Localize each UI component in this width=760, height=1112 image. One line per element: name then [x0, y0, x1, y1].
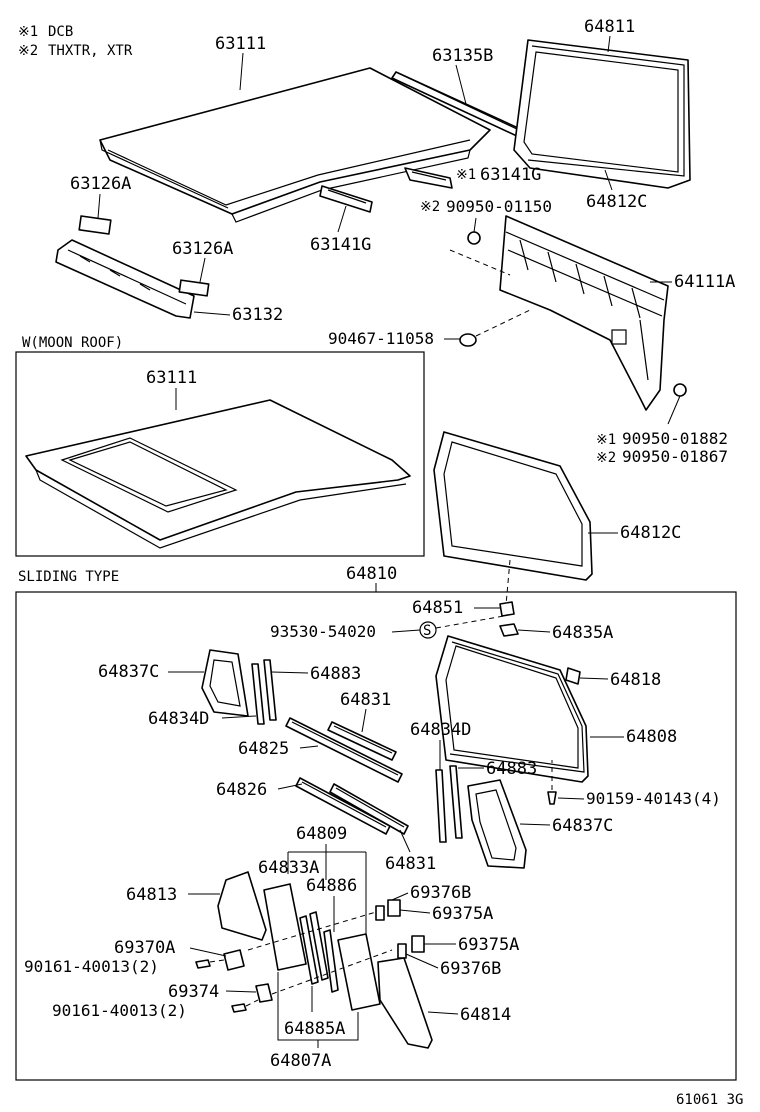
label-64831-lower: 64831: [385, 854, 436, 874]
label-64886: 64886: [306, 876, 357, 896]
label-90159-40143: 90159-40143(4): [586, 789, 721, 808]
label-63111-moon: 63111: [146, 368, 197, 388]
label-64835a: 64835A: [552, 623, 613, 643]
sliding-glass-panels-drawing: [263, 883, 381, 1011]
section-moon-roof: W(MOON ROOF): [22, 335, 123, 351]
label-64807a: 64807A: [270, 1051, 331, 1071]
label-69374: 69374: [168, 982, 219, 1002]
label-64826: 64826: [216, 780, 267, 800]
glass-64814-drawing: [377, 957, 433, 1049]
section-sliding: SLIDING TYPE: [18, 569, 119, 585]
label-64837c-left: 64837C: [98, 662, 159, 682]
s-mark-circle: [419, 621, 437, 639]
roof-panel-drawing: [99, 67, 491, 223]
label-90950-01150: 90950-01150: [446, 197, 552, 216]
clip-64851-drawing: [499, 601, 515, 617]
rails-64831-64825-drawing: [285, 717, 403, 783]
label-64812c-mid: 64812C: [620, 523, 681, 543]
label-64831-upper: 64831: [340, 690, 391, 710]
label-69375a-upper: 69375A: [432, 904, 493, 924]
back-panel-64111a-drawing: [499, 215, 669, 411]
part-64835a-drawing: [499, 623, 519, 637]
label-93530-54020: 93530-54020: [270, 622, 376, 641]
glass-64813-drawing: [217, 871, 267, 941]
rear-window-64811-drawing: [513, 39, 691, 189]
label-69370a: 69370A: [114, 938, 175, 958]
label-64111a: 64111A: [674, 272, 735, 292]
label-64808: 64808: [626, 727, 677, 747]
label-90950-01867: 90950-01867: [622, 447, 728, 466]
label-63141g-lower: 63141G: [310, 235, 371, 255]
clip-90950-01882-drawing: [673, 383, 687, 397]
label-64809: 64809: [296, 824, 347, 844]
note-2-mark: ※2: [18, 43, 38, 59]
label-63135b: 63135B: [432, 46, 493, 66]
label-90161-40013-a: 90161-40013(2): [24, 957, 159, 976]
bracket-63141g-lower-drawing: [319, 185, 373, 213]
label-64833a: 64833A: [258, 858, 319, 878]
clips-69375a-69376b-lower-drawing: [397, 935, 425, 959]
pad-63126a-left-drawing: [78, 215, 112, 235]
label-90950-01867-mark: ※2: [596, 450, 616, 466]
label-64834d-left: 64834D: [148, 709, 209, 729]
label-64851: 64851: [412, 598, 463, 618]
label-64810: 64810: [346, 564, 397, 584]
note-1-text: DCB: [48, 24, 73, 40]
label-64811: 64811: [584, 17, 635, 37]
moon-roof-box: [15, 351, 425, 557]
clip-90467-11058-drawing: [459, 333, 477, 347]
moon-roof-panel-drawing: [25, 399, 411, 549]
glass-seal-64837c-right-drawing: [467, 779, 527, 869]
label-64812c-top: 64812C: [586, 192, 647, 212]
label-64883-left: 64883: [310, 664, 361, 684]
part-64818-drawing: [565, 667, 581, 685]
label-69376b-upper: 69376B: [410, 883, 471, 903]
strips-64834d-64883-right-drawing: [435, 765, 463, 843]
latch-69374-drawing: [255, 983, 273, 1003]
note-1-mark: ※1: [18, 24, 38, 40]
label-69375a-lower: 69375A: [458, 935, 519, 955]
label-63141g-upper: 63141G: [480, 165, 541, 185]
label-63111-top: 63111: [215, 34, 266, 54]
label-90950-01882: 90950-01882: [622, 429, 728, 448]
label-64837c-right: 64837C: [552, 816, 613, 836]
label-64825: 64825: [238, 739, 289, 759]
window-frame-64808-drawing: [435, 635, 589, 783]
s-mark: S: [423, 623, 431, 639]
label-90161-40013-b: 90161-40013(2): [52, 1001, 187, 1020]
label-64818: 64818: [610, 670, 661, 690]
stop-69370a-drawing: [223, 949, 245, 971]
label-63126a-left: 63126A: [70, 174, 131, 194]
label-90467-11058: 90467-11058: [328, 329, 434, 348]
label-64834d-right: 64834D: [410, 720, 471, 740]
weatherstrip-64812c-drawing: [433, 431, 593, 581]
label-63141g-upper-mark: ※1: [456, 167, 476, 183]
label-64883-right: 64883: [486, 759, 537, 779]
label-64885a: 64885A: [284, 1019, 345, 1039]
screw-90161-a-drawing: [195, 959, 211, 969]
label-63126a-mid: 63126A: [172, 239, 233, 259]
clip-90950-01150-drawing: [467, 231, 481, 245]
bolt-90159-drawing: [547, 791, 557, 805]
screw-90161-b-drawing: [231, 1003, 247, 1013]
label-69376b-lower: 69376B: [440, 959, 501, 979]
glass-seal-64837c-left-drawing: [201, 649, 249, 717]
label-90950-01150-mark: ※2: [420, 199, 440, 215]
header-rail-63132-drawing: [55, 239, 195, 319]
label-90950-01882-mark: ※1: [596, 432, 616, 448]
label-64813: 64813: [126, 885, 177, 905]
label-64814: 64814: [460, 1005, 511, 1025]
bracket-63141g-upper-drawing: [404, 167, 453, 189]
note-2-text: THXTR, XTR: [48, 43, 133, 59]
pad-63126a-mid-drawing: [178, 279, 210, 297]
strips-64883-64834d-left-drawing: [251, 659, 277, 725]
clips-69376b-69375a-upper-drawing: [375, 899, 401, 921]
figure-code: 61061 3G: [676, 1092, 743, 1108]
label-63132: 63132: [232, 305, 283, 325]
rails-64826-64831-drawing: [295, 777, 409, 835]
